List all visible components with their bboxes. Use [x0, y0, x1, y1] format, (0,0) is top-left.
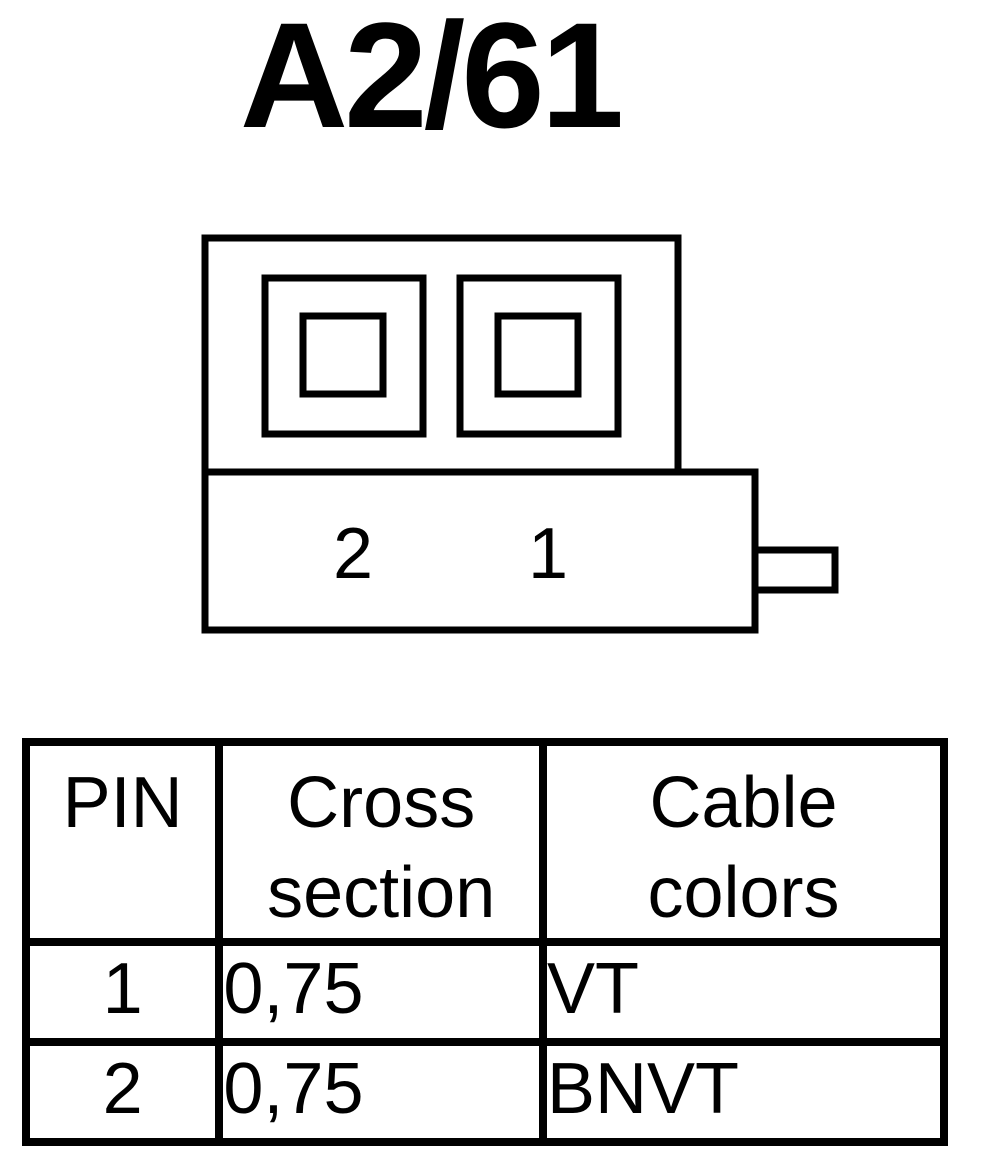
connector-title: A2/61: [239, 0, 624, 159]
header-cable-colors-line-1: Cable: [649, 763, 838, 843]
header-cross-section-line-2: section: [267, 853, 496, 933]
header-pin-label: PIN: [62, 763, 183, 843]
row-2-cable-color: BNVT: [539, 1038, 948, 1146]
pin-cavity-2-inner: [299, 312, 387, 398]
header-pin: PIN: [21, 738, 224, 946]
pin-cavity-2-outer: [261, 274, 427, 438]
table-row: 2 0,75 BNVT: [21, 1038, 948, 1146]
pin-label-2: 2: [333, 514, 373, 594]
header-cable-colors: Cable colors: [539, 738, 948, 946]
pin-cavity-1-inner: [494, 312, 582, 398]
row-1-cable-color: VT: [539, 938, 948, 1046]
pin-cavity-1-outer: [456, 274, 622, 438]
pin-assignment-table: PIN Cross section Cable colors 1 0,75 VT…: [21, 738, 948, 1146]
locking-tab: [751, 546, 839, 594]
table-row: 1 0,75 VT: [21, 938, 948, 1046]
pin-label-1: 1: [528, 514, 568, 594]
connector-diagram: 2 1: [201, 234, 839, 634]
header-cross-section: Cross section: [215, 738, 547, 946]
row-1-cross-section: 0,75: [215, 938, 547, 1046]
header-cross-section-line-1: Cross: [287, 763, 476, 843]
header-cable-colors-line-2: colors: [647, 853, 840, 933]
table-header-row: PIN Cross section Cable colors: [21, 738, 948, 946]
row-1-pin: 1: [21, 938, 224, 1046]
row-2-pin: 2: [21, 1038, 224, 1146]
connector-body-lower: [201, 468, 759, 634]
row-2-cross-section: 0,75: [215, 1038, 547, 1146]
